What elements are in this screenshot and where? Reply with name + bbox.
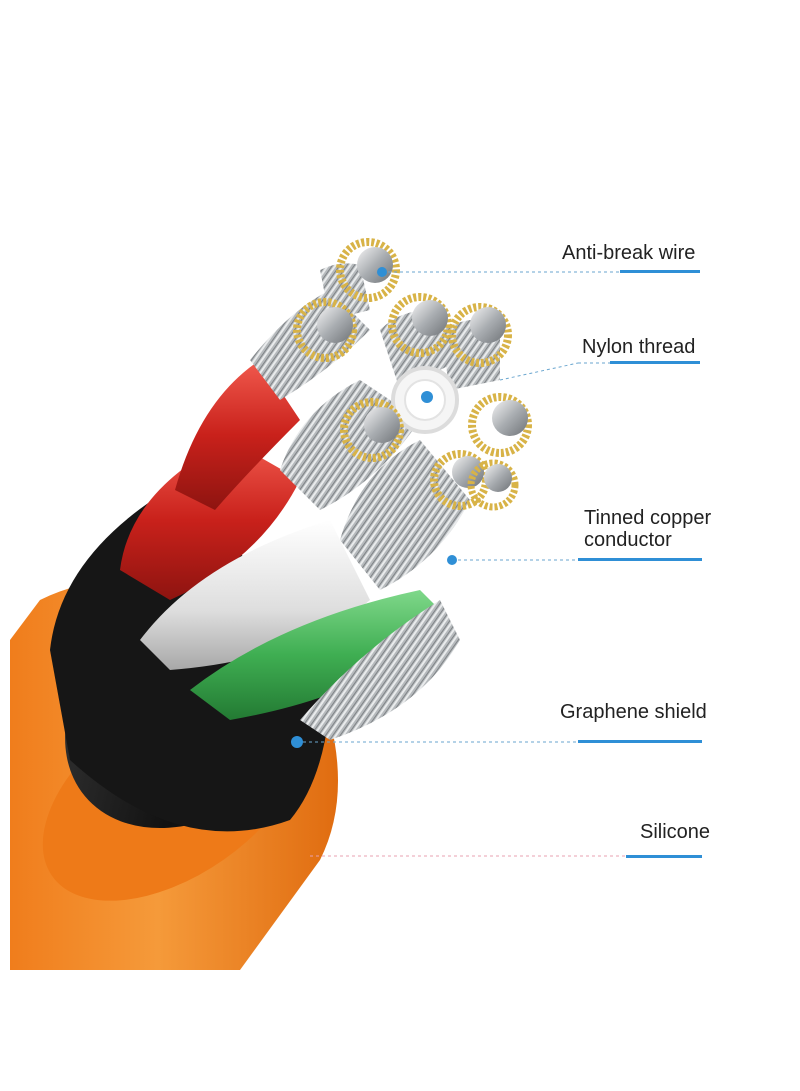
label-underline-tinned-copper [578, 558, 702, 561]
label-underline-silicone [626, 855, 702, 858]
label-underline-anti-break-wire [620, 270, 700, 273]
label-graphene-shield: Graphene shield [560, 701, 707, 723]
label-tinned-copper-conductor: Tinned copper conductor [584, 507, 712, 551]
green-insulated-wire [190, 590, 440, 720]
bundle-end-3 [388, 293, 452, 357]
bundle-end-7 [468, 393, 532, 457]
bundle-end-4 [448, 303, 512, 367]
bundle-end-2 [293, 298, 357, 362]
conductor-bundle-ends [293, 238, 532, 511]
label-nylon-thread: Nylon thread [582, 336, 696, 358]
label-underline-graphene-shield [578, 740, 702, 743]
label-anti-break-wire: Anti-break wire [562, 242, 696, 264]
callout-graphene-shield [291, 736, 700, 748]
label-underline-nylon-thread [610, 361, 700, 364]
label-silicone: Silicone [640, 821, 711, 843]
bundle-end-6 [340, 398, 404, 462]
bundle-end-9 [467, 459, 519, 511]
red-insulated-wire [120, 360, 300, 600]
